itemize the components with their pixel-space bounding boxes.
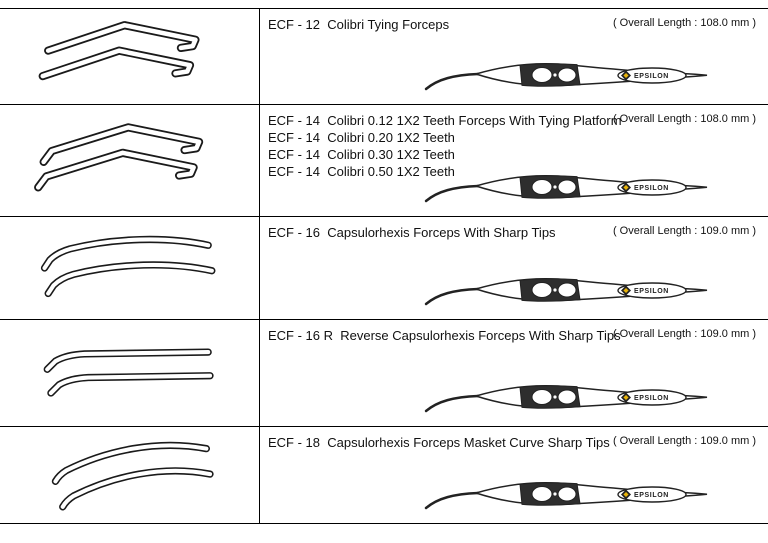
product-cell: ECF - 12 Colibri Tying Forceps ( Overall… <box>260 9 768 104</box>
overall-length: ( Overall Length : 108.0 mm ) <box>612 113 756 125</box>
instrument-illustration <box>420 161 710 213</box>
overall-length: ( Overall Length : 109.0 mm ) <box>612 328 756 340</box>
product-title: ECF - 16 Capsulorhexis Forceps With Shar… <box>268 225 556 240</box>
product-title: ECF - 14 Colibri 0.12 1X2 Teeth Forceps … <box>268 113 622 128</box>
instrument-illustration <box>420 264 710 316</box>
product-title: ECF - 12 Colibri Tying Forceps <box>268 17 450 32</box>
product-title: ECF - 14 Colibri 0.30 1X2 Teeth <box>268 147 455 162</box>
forceps-tip-illustration <box>30 16 230 98</box>
product-cell: ECF - 16 Capsulorhexis Forceps With Shar… <box>260 217 768 319</box>
forceps-tip-illustration <box>30 120 230 202</box>
product-cell: ECF - 16 R Reverse Capsulorhexis Forceps… <box>260 320 768 426</box>
product-titles: ECF - 18 Capsulorhexis Forceps Masket Cu… <box>260 427 768 451</box>
table-row: ECF - 12 Colibri Tying Forceps ( Overall… <box>0 8 768 104</box>
tip-illustration-cell <box>0 320 260 426</box>
instrument-illustration <box>420 468 710 520</box>
instrument-illustration <box>420 49 710 101</box>
table-row: ECF - 16 Capsulorhexis Forceps With Shar… <box>0 216 768 319</box>
product-title: ECF - 16 R Reverse Capsulorhexis Forceps… <box>268 328 621 343</box>
product-title: ECF - 14 Colibri 0.20 1X2 Teeth <box>268 130 455 145</box>
overall-length: ( Overall Length : 109.0 mm ) <box>612 435 756 447</box>
product-table: ECF - 12 Colibri Tying Forceps ( Overall… <box>0 8 768 524</box>
forceps-tip-illustration <box>30 434 230 516</box>
product-titles: ECF - 16 R Reverse Capsulorhexis Forceps… <box>260 320 768 344</box>
instrument-illustration <box>420 371 710 423</box>
product-titles: ECF - 16 Capsulorhexis Forceps With Shar… <box>260 217 768 241</box>
tip-illustration-cell <box>0 427 260 523</box>
product-title: ECF - 18 Capsulorhexis Forceps Masket Cu… <box>268 435 610 450</box>
table-row: ECF - 14 Colibri 0.12 1X2 Teeth Forceps … <box>0 104 768 216</box>
product-cell: ECF - 14 Colibri 0.12 1X2 Teeth Forceps … <box>260 105 768 216</box>
product-titles: ECF - 14 Colibri 0.12 1X2 Teeth Forceps … <box>260 105 768 180</box>
table-row: ECF - 16 R Reverse Capsulorhexis Forceps… <box>0 319 768 426</box>
overall-length: ( Overall Length : 109.0 mm ) <box>612 225 756 237</box>
table-row: ECF - 18 Capsulorhexis Forceps Masket Cu… <box>0 426 768 523</box>
tip-illustration-cell <box>0 105 260 216</box>
forceps-tip-illustration <box>30 332 230 414</box>
overall-length: ( Overall Length : 108.0 mm ) <box>612 17 756 29</box>
product-title: ECF - 14 Colibri 0.50 1X2 Teeth <box>268 164 455 179</box>
tip-illustration-cell <box>0 9 260 104</box>
tip-illustration-cell <box>0 217 260 319</box>
product-titles: ECF - 12 Colibri Tying Forceps <box>260 9 768 33</box>
product-cell: ECF - 18 Capsulorhexis Forceps Masket Cu… <box>260 427 768 523</box>
forceps-tip-illustration <box>30 227 230 309</box>
